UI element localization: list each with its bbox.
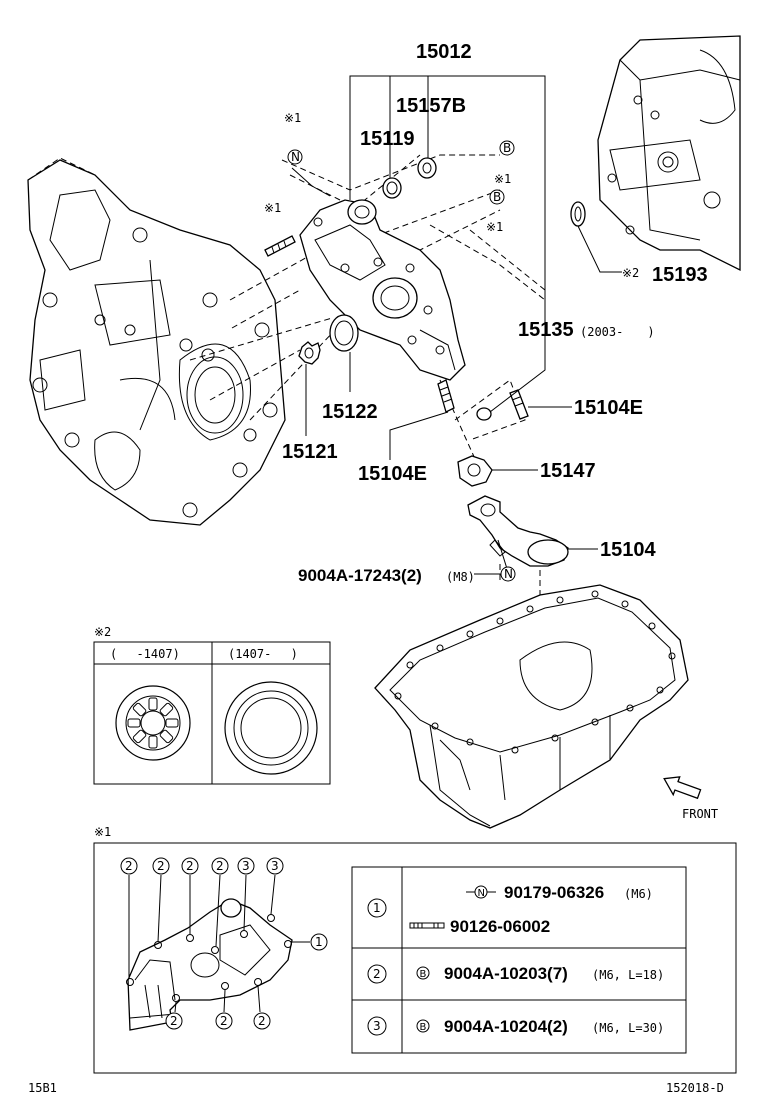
inset1-title: ※1 (94, 825, 111, 839)
part-15012-label: 15012 (416, 41, 472, 63)
part-9004A-17243-spec: (M8) (446, 570, 475, 584)
circle-N-marker-bottom (500, 566, 516, 582)
callout-1: 2 (125, 859, 133, 873)
table-row1-key: 1 (373, 901, 381, 915)
part-15135-range: (2003- ) (580, 325, 655, 339)
inset2-col2-header: (1407- ) (228, 647, 298, 661)
table-row1-prefix: N (478, 888, 485, 899)
table-row3-part: 9004A-10204(2) (444, 1017, 568, 1036)
table-row2-spec: (M6, L=18) (592, 968, 664, 982)
table-row3-prefix-circle (416, 1019, 430, 1033)
part-15193-label: 15193 (652, 264, 708, 286)
note1-mark-stud: ※1 (264, 201, 281, 215)
inset2-title: ※2 (94, 625, 111, 639)
inset2-table (93, 641, 331, 785)
circle-N-letter-top: N (291, 150, 300, 164)
plug-15104E-right-drawing (476, 389, 529, 421)
callout-6: 3 (271, 859, 279, 873)
callout-8: 2 (170, 1014, 178, 1028)
part-15104E-right-label: 15104E (574, 397, 643, 419)
assembly-dash-lines (189, 154, 546, 700)
note1-mark-b1: ※1 (494, 172, 511, 186)
table-row3-key-circle (367, 1016, 387, 1036)
inset1-callouts: 2 2 2 2 3 3 1 2 2 2 (120, 857, 328, 1030)
note1-mark-n: ※1 (284, 111, 301, 125)
inset1-pump-drawing (126, 898, 293, 1031)
timing-chain-cover-drawing (27, 157, 286, 526)
stud-bolt-drawing (264, 235, 296, 257)
fastener-table-grid (351, 866, 687, 1054)
footer-right-code: 152018-D (666, 1081, 724, 1095)
table-row2-key: 2 (373, 967, 381, 981)
part-15135-label: 15135 (518, 319, 574, 341)
table-row1-prefix-circle (474, 885, 488, 899)
table-row1-part-a: 90179-06326 (504, 883, 604, 902)
table-row2-part: 9004A-10203(7) (444, 964, 568, 983)
inset1-callout-leaders (128, 874, 310, 1013)
table-row1-part-b: 90126-06002 (450, 917, 550, 936)
engine-block-drawing (570, 35, 741, 273)
stud-bolt-icon (409, 922, 445, 929)
circle-B-letter-1: B (503, 141, 511, 155)
front-arrow-icon (663, 776, 702, 800)
circle-B-marker-1 (499, 140, 515, 156)
part-15122-label: 15122 (322, 401, 378, 423)
part-9004A-17243-label: 9004A-17243(2) (298, 566, 422, 585)
callout-2: 2 (157, 859, 165, 873)
circle-N-letter-bottom: N (504, 567, 513, 581)
oil-pump-drawing (299, 199, 466, 381)
leader-lines (291, 75, 598, 575)
seal-15119-drawing (382, 177, 402, 199)
callout-5: 3 (242, 859, 250, 873)
table-row3-key: 3 (373, 1019, 381, 1033)
front-label: FRONT (682, 807, 718, 821)
oil-pan-drawing (374, 584, 689, 829)
part-15147-label: 15147 (540, 460, 596, 482)
callout-4: 2 (216, 859, 224, 873)
gasket-15147-drawing (457, 455, 493, 487)
part-15104E-left-label: 15104E (358, 463, 427, 485)
inset1-frame (93, 842, 737, 1074)
circle-B-marker-2 (489, 189, 505, 205)
oil-seal-ribbed-drawing (115, 685, 191, 761)
callout-7: 1 (315, 935, 323, 949)
table-row1-spec-a: (M6) (624, 887, 653, 901)
callout-10: 2 (258, 1014, 266, 1028)
table-row2-prefix: B (420, 969, 427, 980)
rotor-15121-drawing (298, 341, 321, 365)
rotor-15122-drawing (329, 314, 359, 352)
oil-seal-plain-drawing (224, 681, 318, 775)
table-row2-prefix-circle (416, 966, 430, 980)
part-15104-label: 15104 (600, 539, 656, 561)
callout-3: 2 (186, 859, 194, 873)
note2-mark-15193: ※2 (622, 266, 639, 280)
table-row2-key-circle (367, 964, 387, 984)
callout-9: 2 (220, 1014, 228, 1028)
circle-N-marker-top (287, 149, 303, 165)
note1-mark-b2: ※1 (486, 220, 503, 234)
seal-15157B-drawing (417, 157, 437, 179)
table-row3-prefix: B (420, 1022, 427, 1033)
table-row1-key-circle (367, 898, 387, 918)
inset2-col1-header: ( -1407) (110, 647, 180, 661)
oil-strainer-15104-drawing (467, 495, 569, 567)
footer-left-code: 15B1 (28, 1081, 57, 1095)
circle-B-letter-2: B (493, 190, 501, 204)
part-15121-label: 15121 (282, 441, 338, 463)
table-row3-spec: (M6, L=30) (592, 1021, 664, 1035)
part-15157B-label: 15157B (396, 95, 466, 117)
plug-15104E-left-drawing (437, 379, 455, 413)
part-15119-label: 15119 (360, 128, 415, 150)
